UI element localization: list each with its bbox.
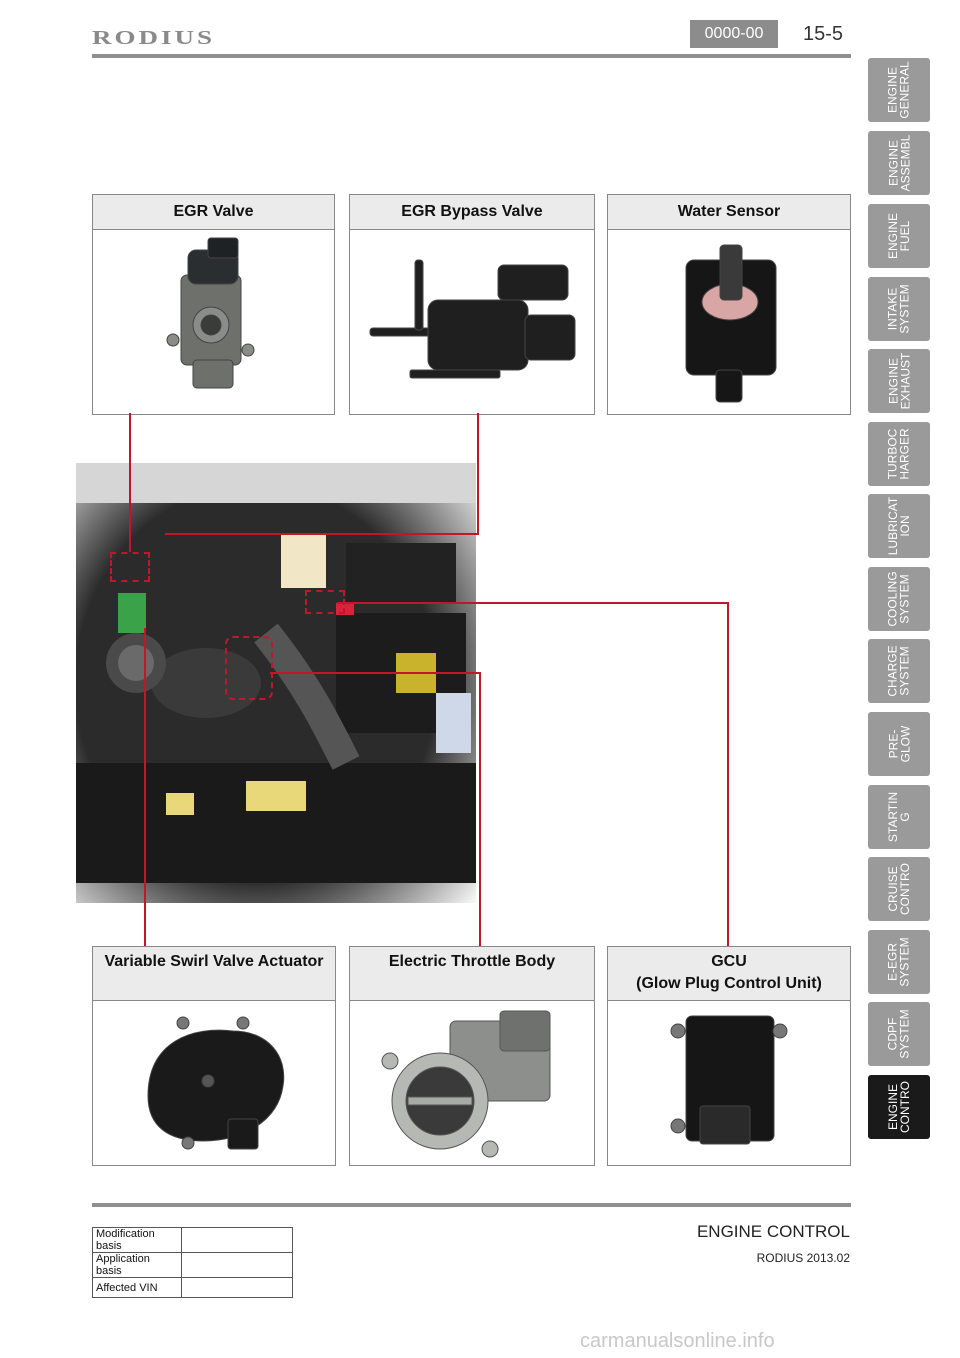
egr-valve-image — [166, 237, 255, 389]
tab-e-egr-system[interactable]: E-EGR SYSTEM — [868, 930, 930, 994]
egr-bypass-valve-label: EGR Bypass Valve — [350, 195, 594, 230]
egr-valve-box: EGR Valve — [92, 194, 335, 415]
gcu-image — [670, 1015, 788, 1145]
table-cell-label: Modification basis — [92, 1227, 182, 1253]
table-row: Affected VIN — [92, 1277, 293, 1298]
tab-engine-exhaust[interactable]: ENGINE EXHAUST — [868, 349, 930, 413]
footer-model-date: RODIUS 2013.02 — [756, 1251, 850, 1265]
tab-intake-system[interactable]: INTAKE SYSTEM — [868, 277, 930, 341]
leader-line-egr-valve — [129, 413, 131, 552]
table-row: Modification basis — [92, 1227, 293, 1253]
gcu-label: GCU (Glow Plug Control Unit) — [608, 947, 850, 1001]
callout-egr-valve — [110, 552, 150, 582]
footer-divider — [92, 1203, 851, 1207]
callout-gcu — [305, 590, 345, 614]
water-sensor-box: Water Sensor — [607, 194, 851, 415]
tab-lubrication[interactable]: LUBRICAT ION — [868, 494, 930, 558]
tab-engine-general[interactable]: ENGINE GENERAL — [868, 58, 930, 122]
tab-engine-control[interactable]: ENGINE CONTRO — [868, 1075, 930, 1139]
tab-turbocharger[interactable]: TURBOC HARGER — [868, 422, 930, 486]
modification-table: Modification basis Application basis Aff… — [92, 1227, 293, 1298]
water-sensor-image — [685, 244, 777, 403]
footer-chapter-title: ENGINE CONTROL — [696, 1222, 850, 1241]
tab-cruise-control[interactable]: CRUISE CONTRO — [868, 857, 930, 921]
tab-engine-fuel[interactable]: ENGINE FUEL — [868, 204, 930, 268]
watermark: carmanualsonline.info — [580, 1330, 775, 1352]
leader-line-throttle-horizontal — [270, 672, 480, 674]
egr-valve-label: EGR Valve — [93, 195, 334, 230]
engine-bay-photo — [76, 463, 476, 903]
egr-bypass-valve-box: EGR Bypass Valve — [349, 194, 595, 415]
swirl-actuator-image — [147, 1016, 285, 1150]
leader-line-gcu-horizontal — [337, 602, 728, 604]
table-cell-label: Affected VIN — [92, 1277, 182, 1298]
leader-line-egr-bypass-vertical — [477, 413, 479, 535]
table-cell-label: Application basis — [92, 1252, 182, 1278]
leader-line-throttle-vertical — [479, 672, 481, 946]
header-divider — [92, 54, 851, 58]
table-row: Application basis — [92, 1252, 293, 1278]
throttle-body-label: Electric Throttle Body — [350, 947, 594, 1001]
tab-cooling-system[interactable]: COOLING SYSTEM — [868, 567, 930, 631]
table-cell-value — [181, 1277, 293, 1298]
leader-line-egr-bypass-horizontal — [165, 533, 478, 535]
gcu-box: GCU (Glow Plug Control Unit) — [607, 946, 851, 1166]
tab-pre-glow[interactable]: PRE- GLOW — [868, 712, 930, 776]
table-cell-value — [181, 1252, 293, 1278]
leader-line-swirl-actuator — [144, 628, 146, 946]
table-cell-value — [181, 1227, 293, 1253]
tab-engine-assembly[interactable]: ENGINE ASSEMBL — [868, 131, 930, 195]
leader-line-gcu-vertical — [727, 602, 729, 946]
callout-throttle-body — [225, 636, 273, 700]
egr-bypass-valve-image — [369, 259, 576, 379]
tab-starting[interactable]: STARTIN G — [868, 785, 930, 849]
section-code-badge: 0000-00 — [690, 20, 778, 48]
page-number: 15-5 — [803, 23, 844, 45]
water-sensor-label: Water Sensor — [608, 195, 850, 230]
tab-cdpf-system[interactable]: CDPF SYSTEM — [868, 1002, 930, 1066]
throttle-body-box: Electric Throttle Body — [349, 946, 595, 1166]
swirl-actuator-label: Variable Swirl Valve Actuator — [93, 947, 335, 1001]
swirl-actuator-box: Variable Swirl Valve Actuator — [92, 946, 336, 1166]
throttle-body-image — [381, 1010, 551, 1158]
tab-charge-system[interactable]: CHARGE SYSTEM — [868, 639, 930, 703]
rodius-logo: RODIUS — [92, 26, 216, 49]
